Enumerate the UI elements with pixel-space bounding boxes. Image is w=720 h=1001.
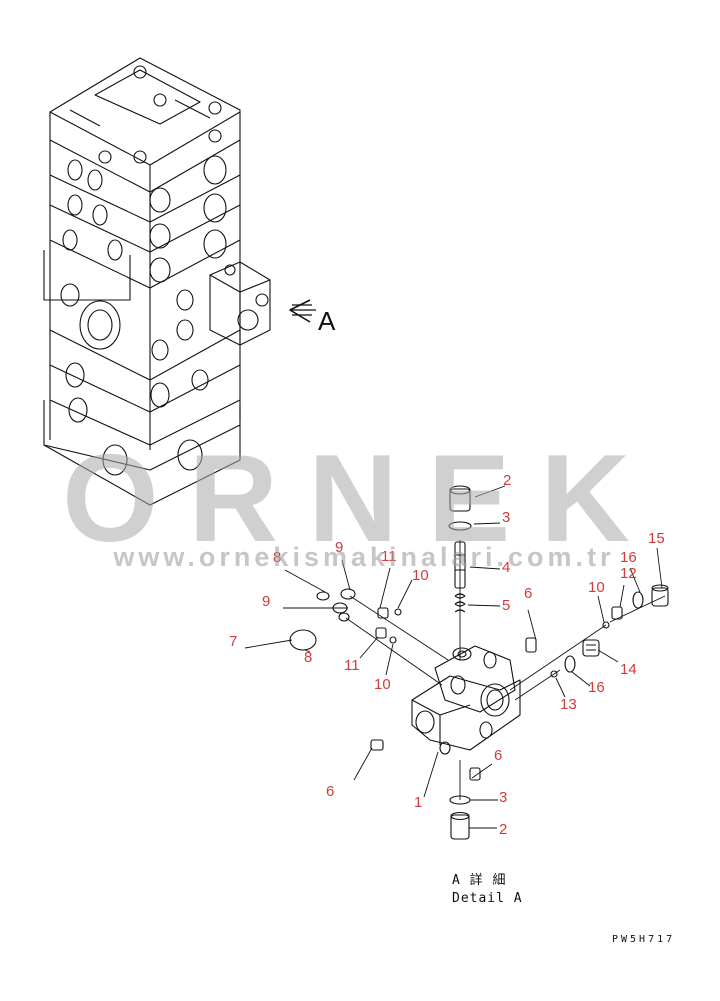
callout-11-low: 11 [344,657,360,674]
callout-4: 4 [502,559,510,576]
callout-6-left: 6 [326,783,334,800]
callout-3-low: 3 [499,789,507,806]
callout-6-top: 6 [524,585,532,602]
callout-14: 14 [620,661,637,678]
assembly-axis-lines [283,540,666,800]
plug-part-2-low [450,811,470,840]
control-valve-assembly [43,57,271,506]
callout-16-low: 16 [588,679,605,696]
ball-part-10-low [389,636,397,644]
o-ring-part-16-top [632,591,644,609]
view-arrow-icon [289,299,316,323]
callout-8-low: 8 [304,649,312,666]
callout-10-low: 10 [374,676,391,693]
callout-13: 13 [560,696,577,713]
o-ring-part-9-top [340,588,356,600]
caption-english: Detail A [452,891,523,906]
valve-body-part-1 [411,645,521,755]
callout-1: 1 [414,794,422,811]
sleeve-part-11-low [375,627,387,639]
callout-10-top: 10 [412,567,429,584]
callout-15: 15 [648,530,665,547]
o-ring-part-16-low [564,655,576,673]
plate-part-7 [289,629,317,651]
ball-part-10-right [602,621,610,629]
plug-part-14 [582,639,600,657]
plug-part-15 [651,584,669,607]
ball-part-13 [550,670,558,678]
o-ring-part-8-top [316,591,330,601]
callout-11-top: 11 [381,548,397,565]
plug-part-6-left [370,739,384,751]
o-ring-part-8-low [338,612,350,622]
callout-7: 7 [229,633,237,650]
drawing-code: PW5H717 [612,934,676,945]
plug-part-2-top [449,485,471,512]
o-ring-part-3-top [448,521,472,531]
view-marker-a: A [318,306,336,336]
callout-12: 12 [620,565,637,582]
callout-16-top: 16 [620,549,637,566]
plug-part-6-low [469,767,481,781]
watermark-brand: ORNEK [62,430,660,568]
watermark-url: www.ornekismakinalari.com.tr [113,542,615,572]
callout-10-right: 10 [588,579,605,596]
callout-8-top: 8 [273,549,281,566]
callout-2-low: 2 [499,821,507,838]
callout-9-left: 9 [262,593,270,610]
callout-6-low: 6 [494,747,502,764]
sleeve-part-11-top [377,607,389,619]
ball-part-10-top [394,608,402,616]
caption-japanese: A 詳 細 [452,873,507,888]
callout-3-top: 3 [502,509,510,526]
callout-9-top: 9 [335,539,343,556]
callout-5: 5 [502,597,510,614]
callout-labels: 2 3 4 5 6 8 9 9 11 10 7 8 11 10 10 12 16… [229,472,665,838]
plug-part-6-top [525,637,537,653]
leader-lines [244,485,663,829]
callout-2-top: 2 [503,472,511,489]
detail-caption: A 詳 細 Detail A [452,872,542,908]
